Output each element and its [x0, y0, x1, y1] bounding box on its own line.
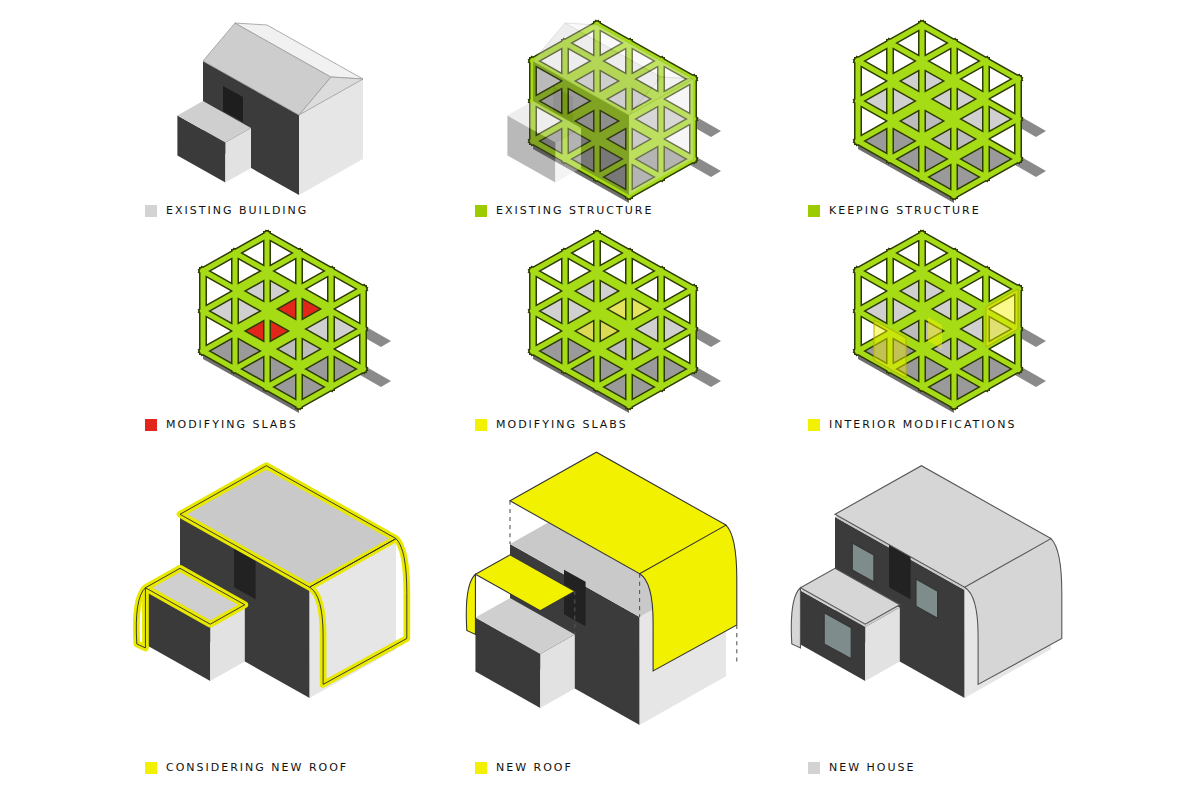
interior-modifications-drawing: [858, 235, 1046, 413]
legend-swatch: [475, 762, 487, 774]
legend-entry: NEW HOUSE: [808, 761, 915, 775]
existing-building-drawing: [177, 23, 363, 195]
considering-new-roof-drawing: [136, 466, 407, 698]
legend-swatch: [475, 419, 487, 431]
legend-swatch: [808, 419, 820, 431]
existing-structure-drawing: [507, 23, 721, 203]
modifying-slabs-yellow-drawing: [533, 235, 721, 413]
legend-text: MODIFYING SLABS: [496, 418, 628, 432]
legend-swatch: [145, 762, 157, 774]
legend-swatch: [808, 205, 820, 217]
keeping-structure-drawing: [858, 25, 1046, 203]
legend-entry: NEW ROOF: [475, 761, 573, 775]
modifying-slabs-red-drawing: [203, 235, 391, 413]
legend-text: EXISTING BUILDING: [166, 204, 308, 218]
legend-text: INTERIOR MODIFICATIONS: [829, 418, 1016, 432]
legend-entry: MODIFYING SLABS: [145, 418, 298, 432]
legend-entry: INTERIOR MODIFICATIONS: [808, 418, 1016, 432]
legend-text: NEW ROOF: [496, 761, 573, 775]
new-house-drawing: [791, 466, 1062, 698]
legend-entry: EXISTING STRUCTURE: [475, 204, 653, 218]
legend-swatch: [145, 205, 157, 217]
new-roof-drawing: [466, 452, 737, 725]
legend-text: EXISTING STRUCTURE: [496, 204, 653, 218]
legend-swatch: [475, 205, 487, 217]
legend-entry: CONSIDERING NEW ROOF: [145, 761, 348, 775]
legend-entry: KEEPING STRUCTURE: [808, 204, 981, 218]
legend-text: MODIFYING SLABS: [166, 418, 298, 432]
legend-text: KEEPING STRUCTURE: [829, 204, 981, 218]
legend-entry: MODIFYING SLABS: [475, 418, 628, 432]
legend-text: NEW HOUSE: [829, 761, 915, 775]
legend-swatch: [145, 419, 157, 431]
legend-text: CONSIDERING NEW ROOF: [166, 761, 348, 775]
legend-swatch: [808, 762, 820, 774]
legend-entry: EXISTING BUILDING: [145, 204, 308, 218]
